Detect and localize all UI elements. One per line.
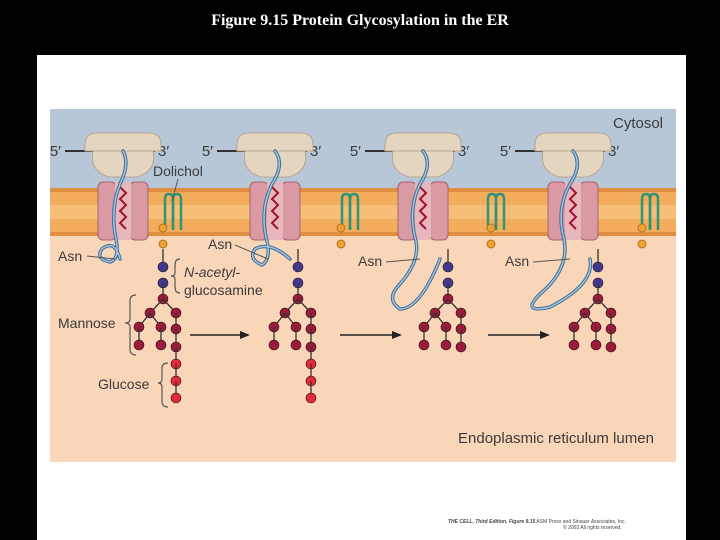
arrow-layer <box>190 331 550 339</box>
phosphate-dot <box>158 239 168 249</box>
nacetyl-brace <box>170 258 181 294</box>
ribosome-small-subunit <box>236 132 314 152</box>
asn-label-2: Asn <box>208 236 232 252</box>
glucose-brace <box>157 362 169 408</box>
glucose-bead <box>305 392 317 404</box>
process-arrow-head <box>540 331 550 339</box>
translocon-pore <box>565 182 581 240</box>
nacetylglucosamine-bead <box>592 261 604 273</box>
asn-label-1: Asn <box>58 248 82 264</box>
oligosaccharide-layer <box>133 249 617 404</box>
phosphate-dot <box>486 223 496 233</box>
mannose-label: Mannose <box>58 315 116 331</box>
dolichol-anchor <box>494 192 506 230</box>
ribosome-large-subunit <box>91 150 155 178</box>
translocon-helix <box>270 186 280 230</box>
credit-line1: ASM Press and Sinauer Associates, Inc. <box>536 519 626 525</box>
polypeptide-chain-highlight <box>531 150 592 310</box>
phosphate-dot <box>486 239 496 249</box>
polypeptide-layer <box>98 149 593 311</box>
dolichol-layer <box>158 192 660 249</box>
translocon-helix <box>568 186 578 230</box>
translocon-right <box>429 181 449 241</box>
nacetylglucosamine-bead <box>157 261 169 273</box>
nacetyl-label-line1: N-acetyl- <box>184 264 240 280</box>
mannose-bead <box>440 339 452 351</box>
phosphate-dot <box>637 223 647 233</box>
mannose-bead <box>455 341 467 353</box>
ribosome-large-subunit <box>541 150 605 178</box>
five-prime-label: 5′ <box>202 143 213 160</box>
lumen-label: Endoplasmic reticulum lumen <box>458 430 654 447</box>
slide-title: Figure 9.15 Protein Glycosylation in the… <box>211 12 509 29</box>
mrna-layer: 5′ 3′ 5′ 3′ 5′ 3′ 5′ 3′ <box>50 132 619 178</box>
cytosol-label: Cytosol <box>613 115 663 132</box>
ribosome-small-subunit <box>384 132 462 152</box>
mannose-bead <box>590 339 602 351</box>
phosphate-dot <box>158 223 168 233</box>
translocon-right <box>129 181 149 241</box>
nacetylglucosamine-bead <box>292 261 304 273</box>
process-arrow-head <box>392 331 402 339</box>
mannose-bead <box>290 339 302 351</box>
asn-label-3: Asn <box>358 253 382 269</box>
asn-label-4: Asn <box>505 253 529 269</box>
glycosylation-diagram: 5′ 3′ 5′ 3′ 5′ 3′ 5′ 3′ Cytosol Endoplasmic ret… <box>50 109 676 462</box>
five-prime-label: 5′ <box>350 143 361 160</box>
lumen-region <box>50 236 676 462</box>
membrane-upper-leaflet <box>50 188 676 192</box>
glucose-label: Glucose <box>98 376 150 392</box>
figure-credit: THE CELL, Third Edition, Figure 9.15 ASM… <box>448 519 626 531</box>
credit-book: THE CELL, Third Edition, Figure 9.15 <box>448 519 536 525</box>
translocon-pore <box>115 182 131 240</box>
five-prime-label: 5′ <box>500 143 511 160</box>
mannose-bead <box>568 339 580 351</box>
glucose-bead <box>170 392 182 404</box>
three-prime-label: 3′ <box>608 143 619 160</box>
translocon-pore <box>415 182 431 240</box>
ribosome-large-subunit <box>243 150 307 178</box>
ribosome-large-subunit <box>391 150 455 178</box>
translocon-pore <box>267 182 283 240</box>
mannose-bead <box>268 339 280 351</box>
asn-leader-3 <box>385 258 421 263</box>
membrane-lower-leaflet <box>50 232 676 236</box>
three-prime-label: 3′ <box>158 143 169 160</box>
mannose-bead <box>418 339 430 351</box>
translocon-helix <box>118 186 128 230</box>
nacetylglucosamine-bead <box>442 261 454 273</box>
polypeptide-chain-highlight <box>251 150 291 266</box>
three-prime-label: 3′ <box>458 143 469 160</box>
asn-leader-2 <box>234 244 269 260</box>
nacetyl-label-line2: glucosamine <box>184 282 263 298</box>
five-prime-label: 5′ <box>50 143 61 160</box>
ribosome-small-subunit <box>534 132 612 152</box>
asn-leader-1 <box>86 255 116 260</box>
translocon-right <box>281 181 301 241</box>
dolichol-leader <box>171 178 179 202</box>
phosphate-dot <box>336 223 346 233</box>
polypeptide-chain-highlight <box>99 150 127 263</box>
dolichol-label: Dolichol <box>153 163 203 179</box>
credit-line2: © 2003 All rights reserved. <box>563 525 622 531</box>
membrane-core <box>50 205 676 219</box>
three-prime-label: 3′ <box>310 143 321 160</box>
ribosome-small-subunit <box>84 132 162 152</box>
mannose-brace <box>124 294 137 356</box>
phosphate-dot <box>637 239 647 249</box>
dolichol-anchor <box>348 192 360 230</box>
process-arrow-head <box>240 331 250 339</box>
dolichol-anchor <box>648 192 660 230</box>
mannose-bead <box>133 339 145 351</box>
phosphate-dot <box>336 239 346 249</box>
polypeptide-chain-highlight <box>391 150 441 310</box>
mannose-bead <box>155 339 167 351</box>
translocon-right <box>579 181 599 241</box>
mannose-bead <box>605 341 617 353</box>
translocon-helix <box>418 186 428 230</box>
asn-leader-4 <box>532 258 571 263</box>
